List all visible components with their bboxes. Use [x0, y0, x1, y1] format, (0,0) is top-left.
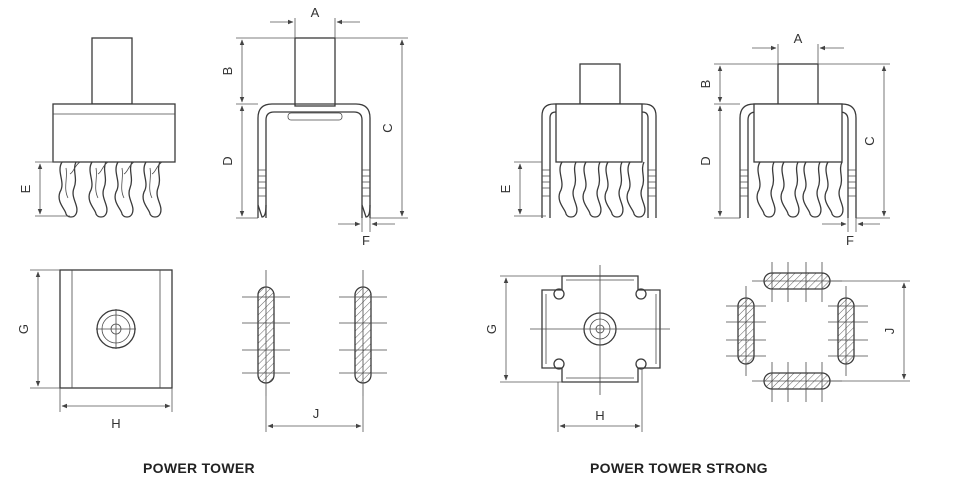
dim-label-b-right: B — [698, 80, 713, 89]
power-tower-front-view: A B D C F — [220, 5, 408, 248]
dim-label-d-right: D — [698, 156, 713, 165]
power-tower-top-view: G H — [16, 269, 173, 431]
dim-label-e-right: E — [498, 184, 513, 193]
dim-label-g-right: G — [484, 324, 499, 334]
power-tower-strong-front-view: A B D C F — [698, 31, 890, 248]
dim-label-a-left: A — [311, 5, 320, 20]
caption-power-tower: POWER TOWER — [143, 460, 255, 476]
dim-label-h-left: H — [111, 416, 120, 431]
power-tower-side-view: E — [18, 37, 176, 218]
dim-label-j-left: J — [313, 406, 320, 421]
dim-label-c-right: C — [862, 136, 877, 145]
power-tower-strong-pins-side — [756, 161, 844, 218]
dim-label-f-right: F — [846, 233, 854, 248]
power-tower-strong-pin-section: J — [726, 262, 910, 402]
power-tower-strong-pins-front — [558, 161, 646, 218]
power-tower-strong-top-view: G H — [484, 265, 670, 432]
dim-label-b-left: B — [220, 67, 235, 76]
power-tower-pins-front — [58, 161, 163, 218]
power-tower-pin-section: J — [242, 270, 387, 432]
power-tower-strong-side-view: E — [498, 63, 657, 218]
dim-label-h-right: H — [595, 408, 604, 423]
dim-label-j-right: J — [882, 328, 897, 335]
caption-power-tower-strong: POWER TOWER STRONG — [590, 460, 768, 476]
dim-label-g-left: G — [16, 324, 31, 334]
dim-label-d-left: D — [220, 156, 235, 165]
dim-label-a-right: A — [794, 31, 803, 46]
dim-label-e-left: E — [18, 184, 33, 193]
dim-label-f-left: F — [362, 233, 370, 248]
dim-label-c-left: C — [380, 123, 395, 132]
